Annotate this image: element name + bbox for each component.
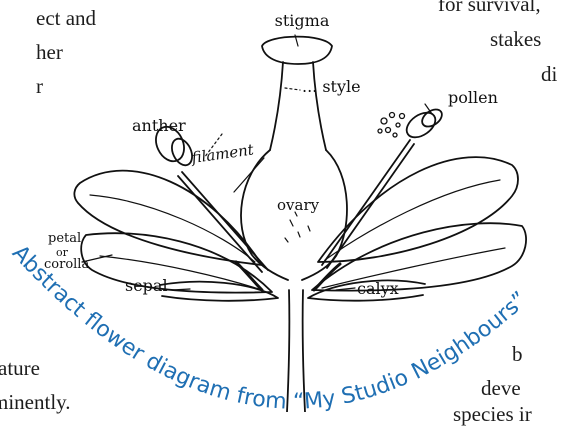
- anther-shape: [419, 106, 445, 130]
- pollen-dots: [378, 113, 405, 138]
- label-pollen: pollen: [448, 88, 498, 107]
- label-style: ... style: [302, 77, 361, 96]
- label-stigma: stigma: [275, 11, 330, 30]
- label-ovary: ovary: [277, 196, 320, 214]
- ovary-shape: [241, 150, 288, 280]
- petal-shape: [318, 157, 518, 262]
- style-shape: [270, 62, 283, 150]
- petal-shape: [74, 171, 262, 265]
- flower-diagram: stigma ... style anther pollen filament …: [0, 0, 563, 412]
- label-filament: filament: [189, 140, 255, 167]
- filament-shape: [322, 140, 410, 265]
- style-shape: [313, 62, 326, 150]
- label-calyx: calyx: [357, 279, 399, 298]
- label-anther: anther: [132, 116, 186, 135]
- label-sepal: sepal: [125, 276, 168, 295]
- label-petal: petal: [48, 231, 81, 246]
- page: ect and her r for survival, stakes di at…: [0, 0, 563, 412]
